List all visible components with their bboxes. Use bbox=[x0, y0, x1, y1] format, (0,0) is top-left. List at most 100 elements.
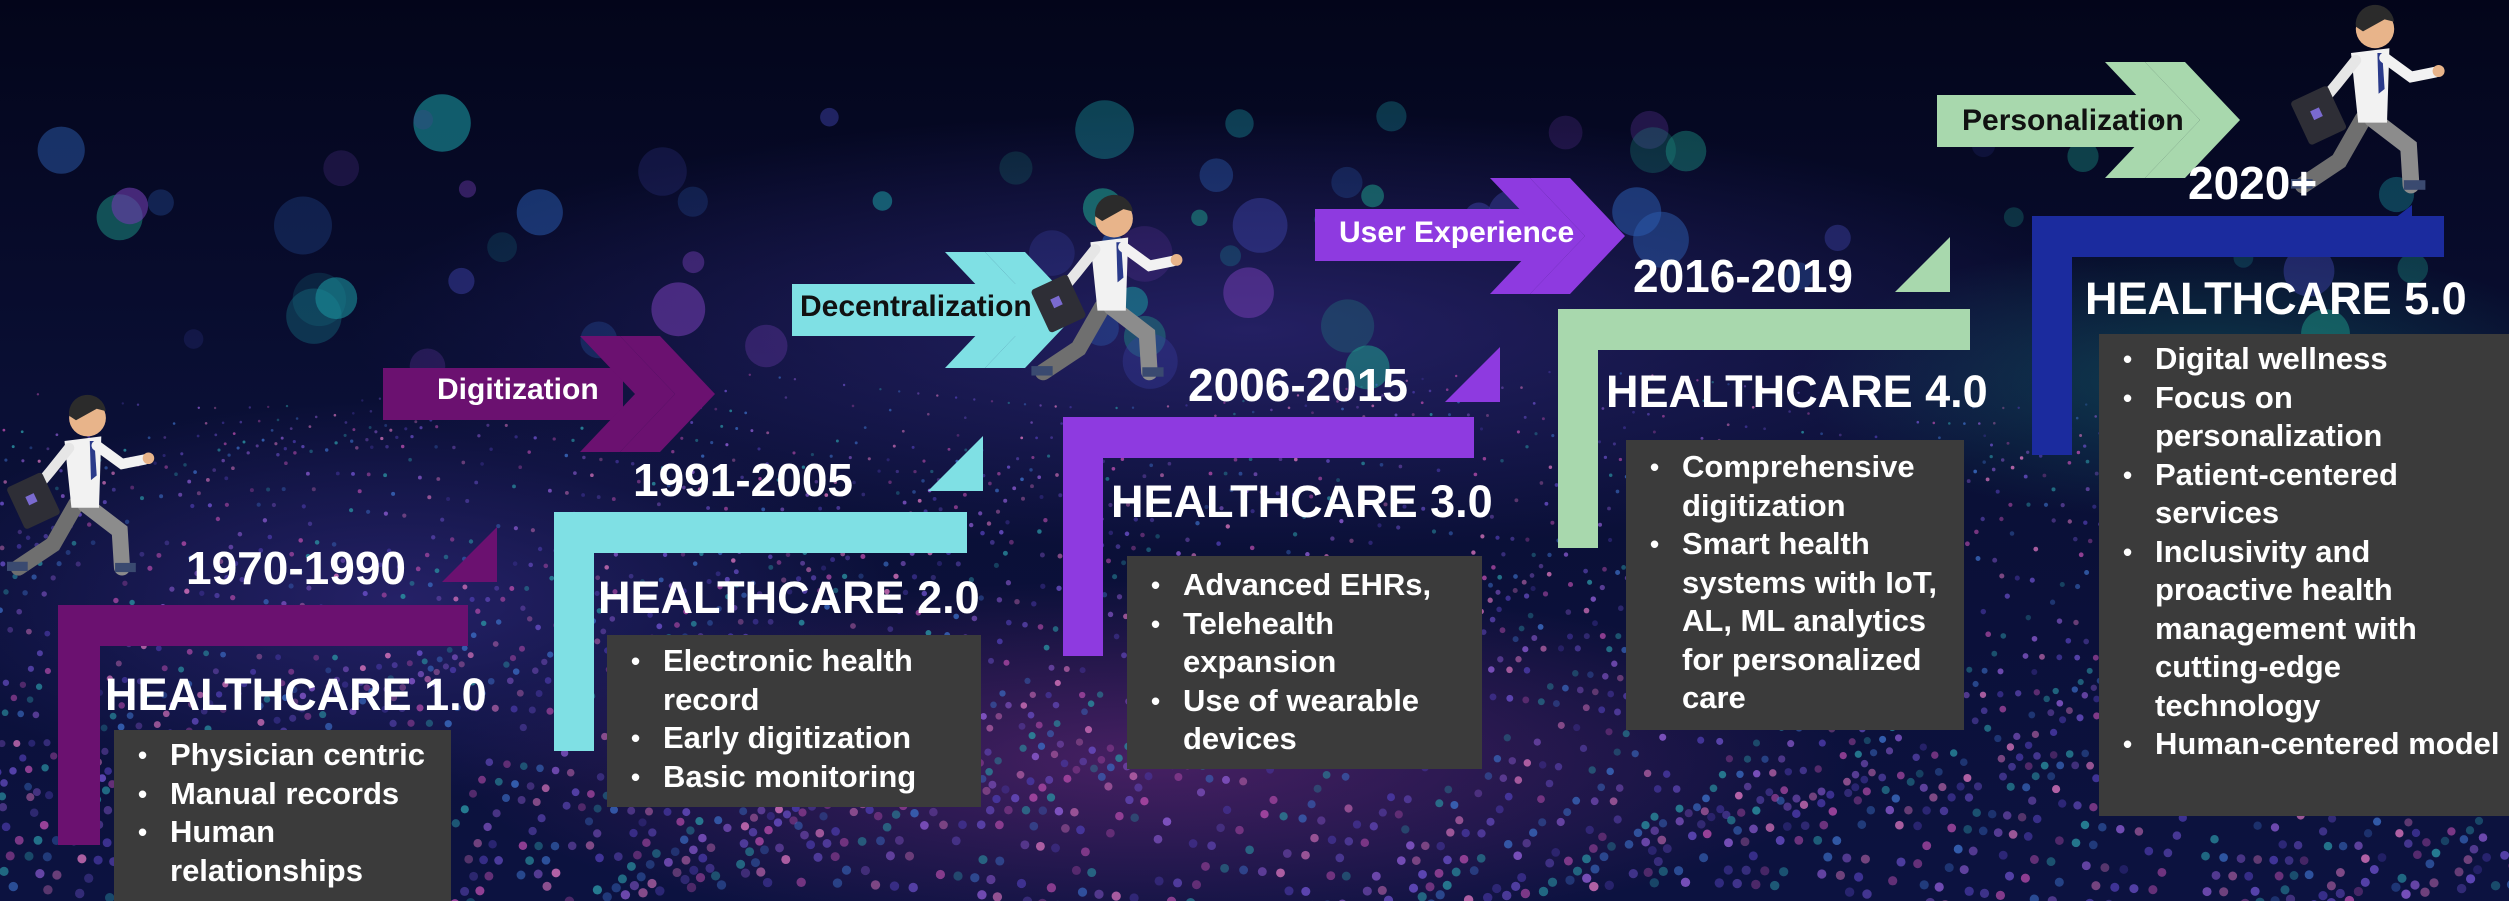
particle-dot bbox=[542, 881, 552, 891]
particle-dot bbox=[26, 696, 34, 703]
particle-dot bbox=[1011, 794, 1020, 803]
particle-dot bbox=[1121, 560, 1127, 566]
particle-dot bbox=[2056, 699, 2064, 707]
particle-dot bbox=[822, 838, 832, 848]
particle-dot bbox=[2025, 614, 2032, 621]
particle-dot bbox=[305, 471, 310, 476]
particle-dot bbox=[1794, 835, 1804, 845]
particle-dot bbox=[886, 458, 890, 462]
particle-dot bbox=[2052, 687, 2059, 695]
particle-dot bbox=[1828, 807, 1838, 816]
particle-dot bbox=[39, 820, 49, 830]
particle-dot bbox=[1997, 668, 2004, 675]
particle-dot bbox=[740, 475, 744, 480]
bokeh-light bbox=[999, 151, 1033, 185]
particle-dot bbox=[276, 418, 280, 422]
particle-dot bbox=[1968, 846, 1978, 856]
particle-dot bbox=[913, 469, 917, 474]
particle-dot bbox=[400, 593, 406, 599]
particle-dot bbox=[2067, 460, 2072, 465]
particle-dot bbox=[1589, 844, 1598, 853]
particle-dot bbox=[1732, 878, 1742, 889]
particle-dot bbox=[911, 574, 918, 580]
runner-tie bbox=[2377, 53, 2385, 94]
particle-dot bbox=[535, 624, 541, 631]
particle-dot bbox=[781, 854, 791, 865]
particle-dot bbox=[1480, 534, 1485, 539]
particle-dot bbox=[314, 540, 320, 545]
particle-dot bbox=[1081, 708, 1088, 716]
particle-dot bbox=[1054, 405, 1057, 408]
particle-dot bbox=[93, 855, 103, 865]
particle-dot bbox=[1763, 427, 1766, 431]
particle-dot bbox=[1060, 422, 1063, 425]
particle-dot bbox=[2047, 709, 2055, 717]
particle-dot bbox=[826, 574, 832, 580]
particle-dot bbox=[169, 701, 177, 709]
particle-dot bbox=[1513, 574, 1518, 579]
particle-dot bbox=[1167, 461, 1172, 466]
particle-dot bbox=[363, 684, 371, 691]
particle-dot bbox=[2039, 653, 2045, 660]
particle-dot bbox=[1673, 866, 1684, 876]
particle-dot bbox=[1583, 607, 1590, 614]
particle-dot bbox=[1511, 881, 1521, 892]
particle-dot bbox=[1609, 797, 1618, 806]
particle-dot bbox=[882, 822, 892, 832]
particle-dot bbox=[2043, 502, 2049, 507]
particle-dot bbox=[1322, 771, 1331, 779]
bokeh-light bbox=[677, 186, 708, 217]
particle-dot bbox=[280, 436, 284, 440]
particle-dot bbox=[1282, 849, 1292, 858]
stage-5-bullet: Patient-centered services bbox=[2123, 456, 2509, 533]
particle-dot bbox=[1607, 690, 1615, 698]
particle-dot bbox=[1090, 764, 1098, 773]
particle-dot bbox=[2067, 519, 2072, 524]
stage-3-bullet: Telehealth expansion bbox=[1151, 605, 1482, 682]
particle-dot bbox=[139, 551, 145, 557]
particle-dot bbox=[1039, 494, 1044, 500]
particle-dot bbox=[810, 453, 814, 457]
particle-dot bbox=[1653, 785, 1662, 793]
particle-dot bbox=[84, 873, 94, 883]
particle-dot bbox=[1879, 735, 1887, 743]
particle-dot bbox=[352, 412, 355, 415]
particle-dot bbox=[760, 845, 769, 855]
stage-5-bullet: Digital wellness bbox=[2123, 340, 2509, 379]
particle-dot bbox=[1752, 769, 1761, 778]
particle-dot bbox=[671, 450, 675, 454]
particle-dot bbox=[1394, 810, 1403, 819]
particle-dot bbox=[1844, 788, 1853, 798]
particle-dot bbox=[261, 438, 265, 442]
particle-dot bbox=[1020, 702, 1028, 709]
particle-dot bbox=[1031, 601, 1037, 607]
particle-dot bbox=[1377, 523, 1382, 528]
particle-dot bbox=[215, 691, 223, 698]
particle-dot bbox=[1948, 422, 1951, 425]
particle-dot bbox=[432, 681, 440, 688]
particle-dot bbox=[163, 436, 167, 439]
particle-dot bbox=[2047, 896, 2057, 901]
particle-dot bbox=[1588, 766, 1596, 774]
particle-dot bbox=[1130, 813, 1139, 823]
particle-dot bbox=[1463, 895, 1474, 901]
particle-dot bbox=[333, 573, 339, 579]
particle-dot bbox=[1983, 434, 1987, 438]
particle-dot bbox=[1709, 784, 1718, 793]
particle-dot bbox=[731, 604, 738, 611]
particle-dot bbox=[174, 472, 178, 477]
particle-dot bbox=[1411, 413, 1415, 417]
particle-dot bbox=[879, 388, 882, 391]
particle-dot bbox=[24, 765, 33, 774]
particle-dot bbox=[757, 447, 761, 451]
particle-dot bbox=[1761, 755, 1769, 763]
particle-dot bbox=[0, 501, 4, 506]
particle-dot bbox=[1740, 837, 1750, 847]
particle-dot bbox=[2163, 848, 2173, 858]
particle-dot bbox=[1985, 477, 1990, 482]
particle-dot bbox=[1360, 838, 1370, 848]
particle-dot bbox=[2425, 859, 2435, 869]
particle-dot bbox=[164, 465, 168, 469]
particle-dot bbox=[2059, 581, 2065, 588]
particle-dot bbox=[378, 397, 382, 400]
